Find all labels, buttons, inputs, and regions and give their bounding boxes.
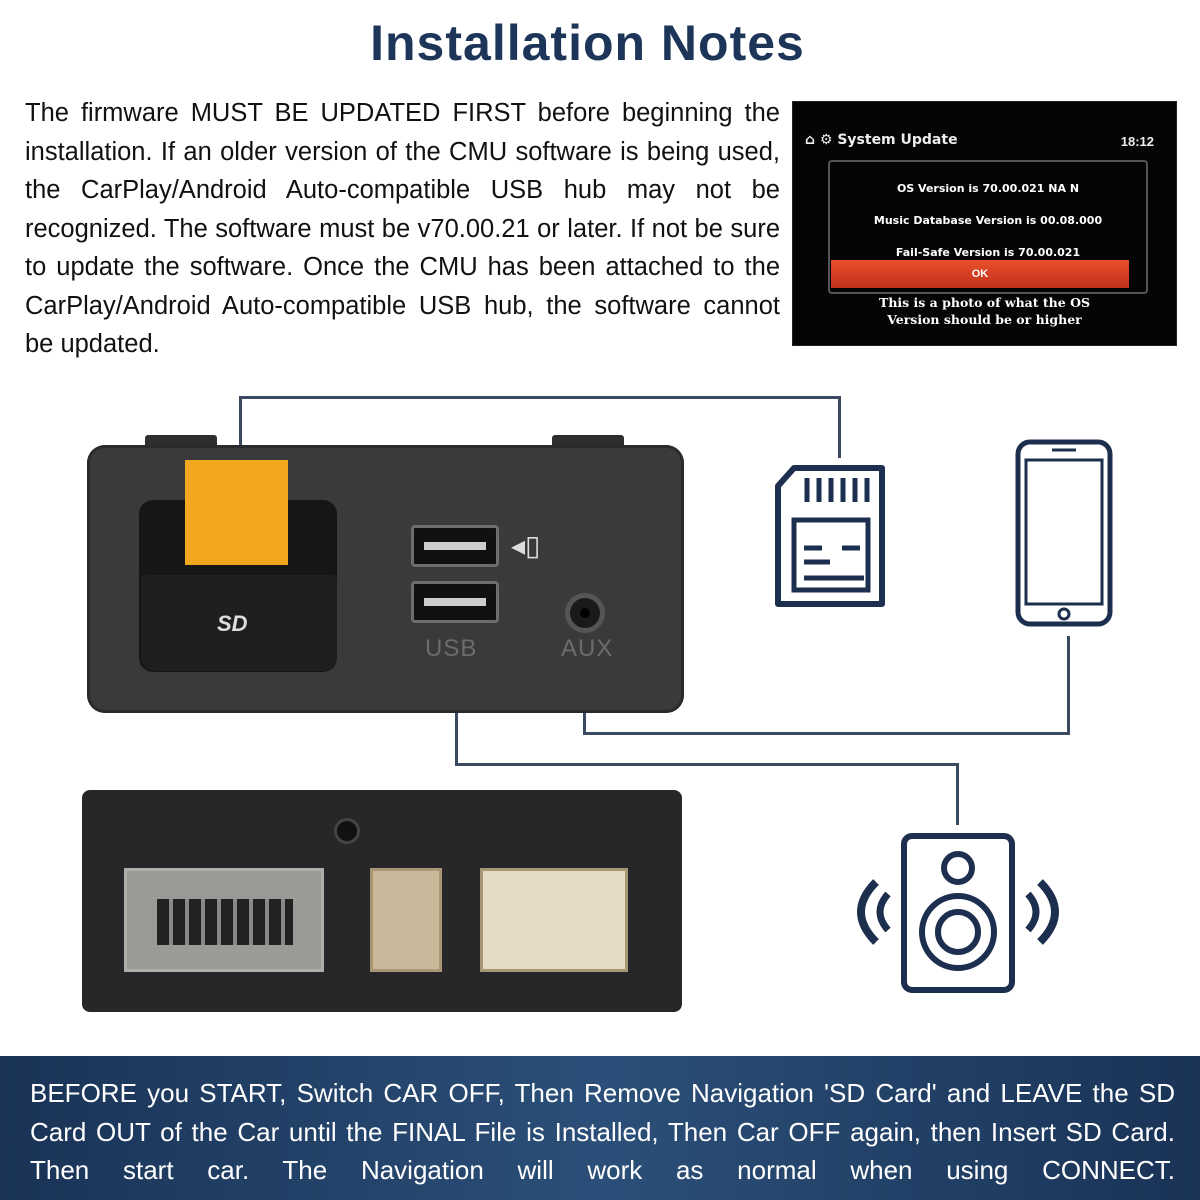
caption-line: Version should be or higher bbox=[887, 312, 1082, 327]
os-version: OS Version is 70.00.021 NA N bbox=[896, 182, 1080, 195]
small-connector bbox=[370, 868, 442, 972]
failsafe-version: Fail-Safe Version is 70.00.021 bbox=[895, 246, 1081, 259]
phone-indicator-icon: ◂▯ bbox=[511, 530, 541, 561]
usb-hub: SD ◂▯ USB AUX bbox=[87, 445, 684, 713]
sd-cover: SD bbox=[141, 575, 337, 671]
speaker-icon bbox=[857, 833, 1059, 993]
double-connector bbox=[480, 868, 628, 972]
screen-caption: This is a photo of what the OS Version sh… bbox=[793, 294, 1176, 328]
intro-text: The firmware MUST BE UPDATED FIRST befor… bbox=[25, 99, 780, 358]
connector-line bbox=[455, 763, 959, 766]
connector-line bbox=[956, 763, 959, 825]
connector-pins bbox=[157, 899, 293, 945]
home-icon: ⌂ ⚙ bbox=[805, 132, 838, 148]
sd-card-icon bbox=[775, 465, 885, 607]
connector-line bbox=[239, 396, 242, 476]
hub-clip bbox=[145, 435, 217, 447]
system-update-screen-photo: ⌂ ⚙ System Update 18:12 OS Version is 70… bbox=[792, 101, 1177, 346]
aux-label: AUX bbox=[561, 635, 614, 662]
connector-line bbox=[583, 732, 1070, 735]
caption-line: This is a photo of what the OS bbox=[879, 295, 1090, 310]
hub-module bbox=[82, 790, 682, 1012]
usb-label: USB bbox=[425, 635, 478, 662]
ok-button: OK bbox=[831, 260, 1129, 288]
screen-time: 18:12 bbox=[1120, 134, 1154, 149]
music-db-version: Music Database Version is 00.08.000 bbox=[873, 214, 1103, 227]
usb-port-2 bbox=[411, 581, 499, 623]
connector-line bbox=[239, 396, 841, 399]
warning-banner: BEFORE you START, Switch CAR OFF, Then R… bbox=[0, 1056, 1200, 1200]
page-title: Installation Notes bbox=[370, 15, 805, 71]
sd-label: SD bbox=[217, 611, 248, 636]
aux-jack bbox=[565, 593, 605, 633]
banner-text: BEFORE you START, Switch CAR OFF, Then R… bbox=[30, 1078, 1175, 1185]
hub-clip bbox=[552, 435, 624, 447]
connector-line bbox=[838, 396, 841, 458]
sd-card-inserted bbox=[185, 460, 288, 565]
mount-hole bbox=[334, 818, 360, 844]
main-connector bbox=[124, 868, 324, 972]
usb-port-1 bbox=[411, 525, 499, 567]
connector-line bbox=[1067, 636, 1070, 735]
screen-title: System Update bbox=[837, 132, 958, 148]
version-dialog: OS Version is 70.00.021 NA N Music Datab… bbox=[828, 160, 1148, 294]
smartphone-icon bbox=[1015, 439, 1113, 627]
screen-header: ⌂ ⚙ System Update bbox=[805, 132, 958, 148]
